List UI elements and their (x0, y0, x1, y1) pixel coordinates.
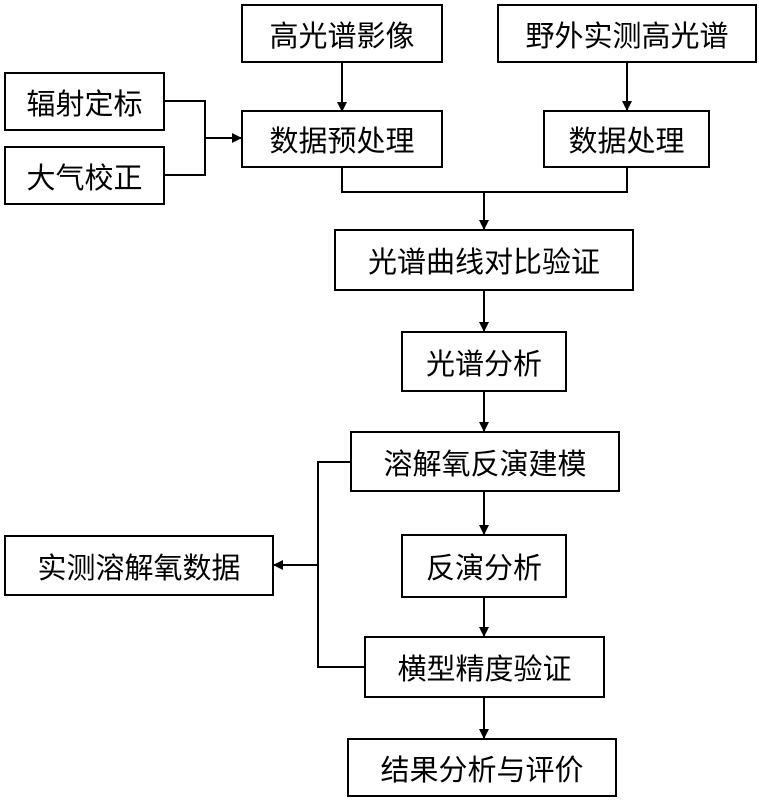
node-hyperspectral-image: 高光谱影像 (241, 4, 443, 63)
line-processing-merge (341, 168, 628, 193)
node-field-spectra: 野外实测高光谱 (497, 4, 757, 63)
node-result-analysis-evaluation: 结果分析与评价 (347, 738, 617, 797)
node-spectral-analysis: 光谱分析 (401, 331, 567, 392)
node-model-accuracy-validation: 横型精度验证 (364, 636, 605, 698)
node-data-processing: 数据处理 (543, 110, 710, 168)
node-inversion-analysis: 反演分析 (401, 534, 567, 598)
line-calibration-merge (165, 100, 206, 176)
node-radiometric-calibration: 辐射定标 (4, 72, 165, 131)
node-spectral-curve-validation: 光谱曲线对比验证 (334, 229, 634, 291)
line-feedback-bracket (317, 461, 364, 668)
node-atmospheric-correction: 大气校正 (4, 146, 165, 205)
node-data-preprocessing: 数据预处理 (241, 110, 443, 168)
node-measured-do-data: 实测溶解氧数据 (4, 535, 274, 596)
node-do-inversion-modeling: 溶解氧反演建模 (350, 431, 620, 492)
